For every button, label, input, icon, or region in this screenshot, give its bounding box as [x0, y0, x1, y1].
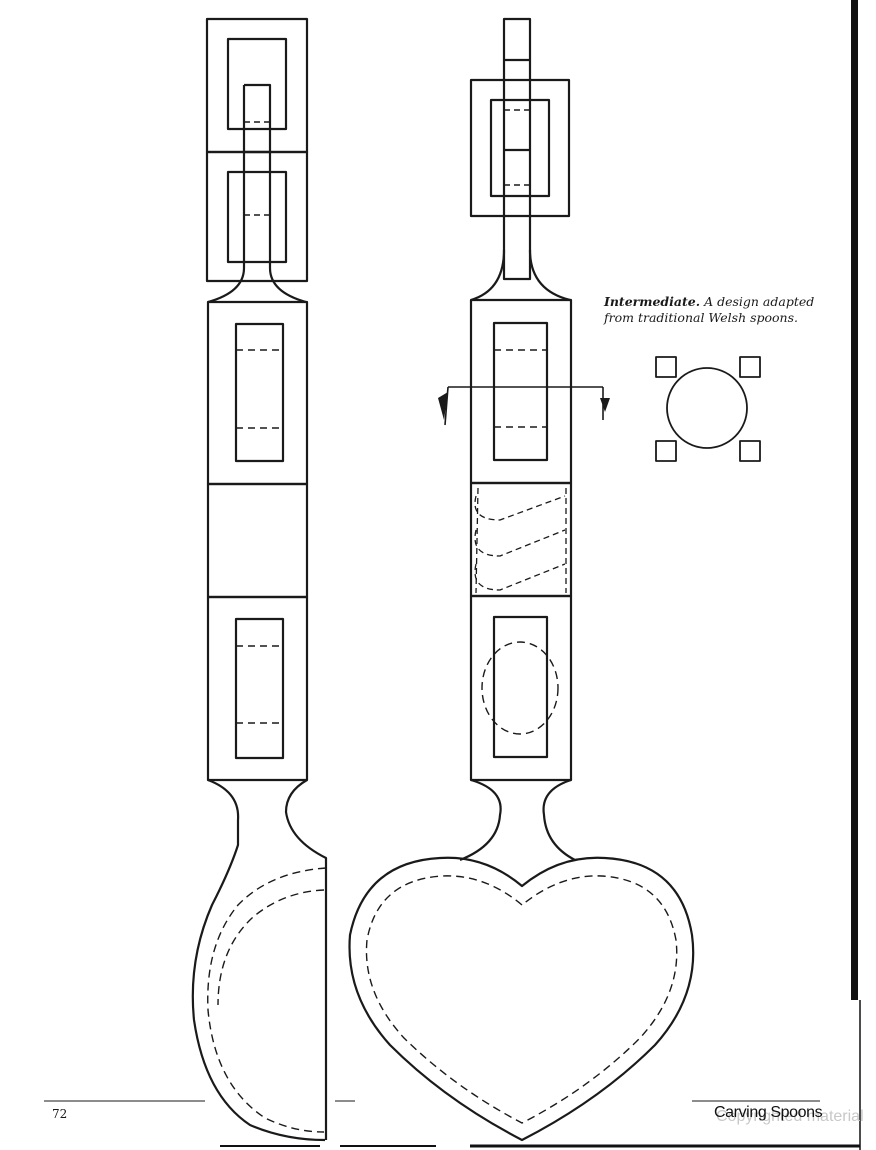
left-spoon-side-view [191, 17, 328, 1142]
running-head: Carving Spoons [714, 1104, 823, 1121]
caption-text: A design adapted from traditional Welsh … [604, 294, 815, 325]
handle-cross-section-diagram [655, 356, 761, 462]
right-spoon-front-view [348, 17, 695, 1142]
pattern-caption: Intermediate. A design adapted from trad… [604, 294, 834, 326]
caption-heading: Intermediate. [604, 294, 701, 309]
page-number: 72 [52, 1107, 68, 1121]
copyright-watermark: Copyrighted material [716, 1108, 864, 1125]
page-edge-marks [220, 0, 861, 1150]
